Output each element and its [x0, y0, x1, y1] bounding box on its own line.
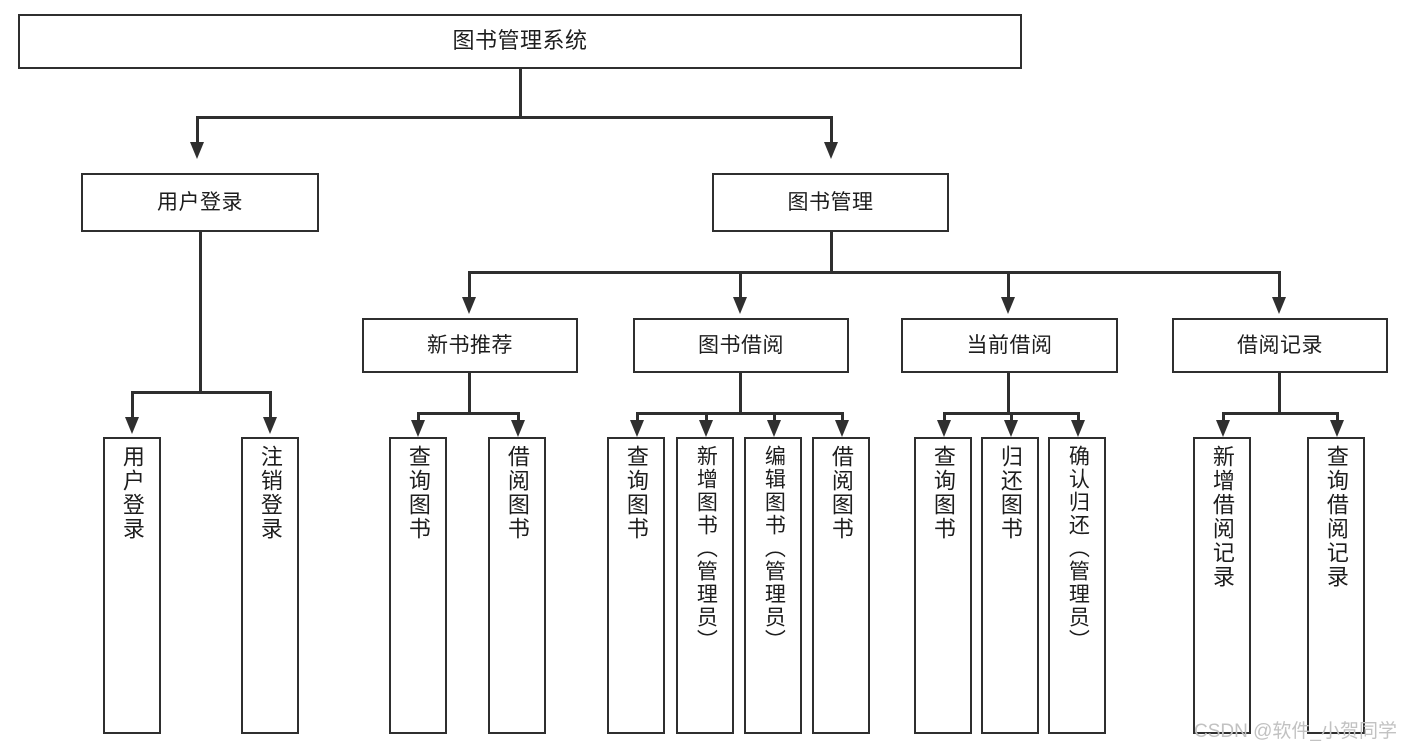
node-label: 借阅记录 — [1237, 333, 1323, 357]
leaf-confirm-return-admin[interactable]: 确认归还（管理员） — [1048, 437, 1106, 734]
edge-book-borrow-stem — [739, 373, 742, 413]
edge-user-login-to-leaf-1 — [131, 391, 134, 418]
edge-new-book-stem — [468, 373, 471, 413]
edge-new-book-bus — [417, 412, 520, 415]
leaf-user-logout[interactable]: 注销登录 — [241, 437, 299, 734]
node-label: 当前借阅 — [966, 333, 1053, 357]
node-label: 新增借阅记录 — [1209, 445, 1235, 589]
leaf-edit-book-admin[interactable]: 编辑图书（管理员） — [744, 437, 802, 734]
arrow-bb-to-leaf-1 — [630, 420, 644, 437]
node-book-borrow[interactable]: 图书借阅 — [633, 318, 849, 373]
leaf-borrow-book[interactable]: 借阅图书 — [812, 437, 870, 734]
arrow-bm-to-borrow-record — [1272, 297, 1286, 314]
edge-user-login-stem — [199, 232, 202, 393]
edge-book-management-stem — [830, 232, 833, 272]
node-label: 查询图书 — [930, 445, 956, 541]
node-label: 图书管理系统 — [452, 28, 588, 54]
edge-borrow-record-bus — [1222, 412, 1338, 415]
edge-book-borrow-bus — [636, 412, 844, 415]
node-label: 查询借阅记录 — [1323, 445, 1349, 589]
node-current-borrow[interactable]: 当前借阅 — [901, 318, 1118, 373]
leaf-add-book-admin[interactable]: 新增图书（管理员） — [676, 437, 734, 734]
leaf-query-book-borrow[interactable]: 查询图书 — [607, 437, 665, 734]
arrow-br-to-leaf-2 — [1330, 420, 1344, 437]
leaf-return-book[interactable]: 归还图书 — [981, 437, 1039, 734]
edge-user-login-bus — [131, 391, 271, 394]
node-root-book-management-system[interactable]: 图书管理系统 — [18, 14, 1022, 69]
edge-bm-to-new-book — [468, 271, 471, 298]
arrow-bb-to-leaf-2 — [699, 420, 713, 437]
node-label: 用户登录 — [157, 190, 243, 214]
arrow-new-book-to-leaf-1 — [411, 420, 425, 437]
node-label: 用户登录 — [119, 445, 145, 541]
arrow-bm-to-new-book — [462, 297, 476, 314]
arrow-bm-to-current-borrow — [1001, 297, 1015, 314]
arrow-new-book-to-leaf-2 — [511, 420, 525, 437]
leaf-add-borrow-record[interactable]: 新增借阅记录 — [1193, 437, 1251, 734]
edge-user-login-to-leaf-2 — [269, 391, 272, 418]
leaf-query-borrow-record[interactable]: 查询借阅记录 — [1307, 437, 1365, 734]
arrow-bm-to-book-borrow — [733, 297, 747, 314]
arrow-cb-to-leaf-1 — [937, 420, 951, 437]
leaf-query-book-recommend[interactable]: 查询图书 — [389, 437, 447, 734]
edge-book-management-bus — [468, 271, 1280, 274]
edge-bm-to-current-borrow — [1007, 271, 1010, 298]
leaf-user-login[interactable]: 用户登录 — [103, 437, 161, 734]
arrow-cb-to-leaf-3 — [1071, 420, 1085, 437]
node-label: 归还图书 — [997, 445, 1023, 541]
node-label: 编辑图书（管理员） — [762, 445, 786, 652]
node-label: 新书推荐 — [427, 333, 513, 357]
leaf-query-book-current[interactable]: 查询图书 — [914, 437, 972, 734]
node-new-book-recommend[interactable]: 新书推荐 — [362, 318, 578, 373]
edge-bm-to-book-borrow — [739, 271, 742, 298]
node-label: 图书管理 — [787, 190, 874, 214]
arrow-root-to-book-management — [824, 142, 838, 159]
arrow-user-login-to-leaf-1 — [125, 417, 139, 434]
node-label: 借阅图书 — [828, 445, 854, 541]
arrow-root-to-user-login — [190, 142, 204, 159]
node-label: 确认归还（管理员） — [1066, 445, 1090, 652]
edge-current-borrow-stem — [1007, 373, 1010, 413]
arrow-cb-to-leaf-2 — [1004, 420, 1018, 437]
node-label: 借阅图书 — [504, 445, 530, 541]
arrow-br-to-leaf-1 — [1216, 420, 1230, 437]
node-user-login[interactable]: 用户登录 — [81, 173, 319, 232]
edge-root-to-user-login — [196, 116, 199, 143]
edge-root-bus — [196, 116, 832, 119]
node-label: 查询图书 — [405, 445, 431, 541]
node-borrow-record[interactable]: 借阅记录 — [1172, 318, 1388, 373]
arrow-bb-to-leaf-4 — [835, 420, 849, 437]
edge-root-to-book-management — [830, 116, 833, 143]
node-label: 查询图书 — [623, 445, 649, 541]
node-book-management[interactable]: 图书管理 — [712, 173, 949, 232]
edge-root-stem — [519, 69, 522, 117]
edge-bm-to-borrow-record — [1278, 271, 1281, 298]
edge-borrow-record-stem — [1278, 373, 1281, 413]
node-label: 新增图书（管理员） — [694, 445, 718, 652]
node-label: 图书借阅 — [698, 333, 784, 357]
node-label: 注销登录 — [257, 445, 283, 541]
arrow-bb-to-leaf-3 — [767, 420, 781, 437]
leaf-borrow-book-recommend[interactable]: 借阅图书 — [488, 437, 546, 734]
arrow-user-login-to-leaf-2 — [263, 417, 277, 434]
